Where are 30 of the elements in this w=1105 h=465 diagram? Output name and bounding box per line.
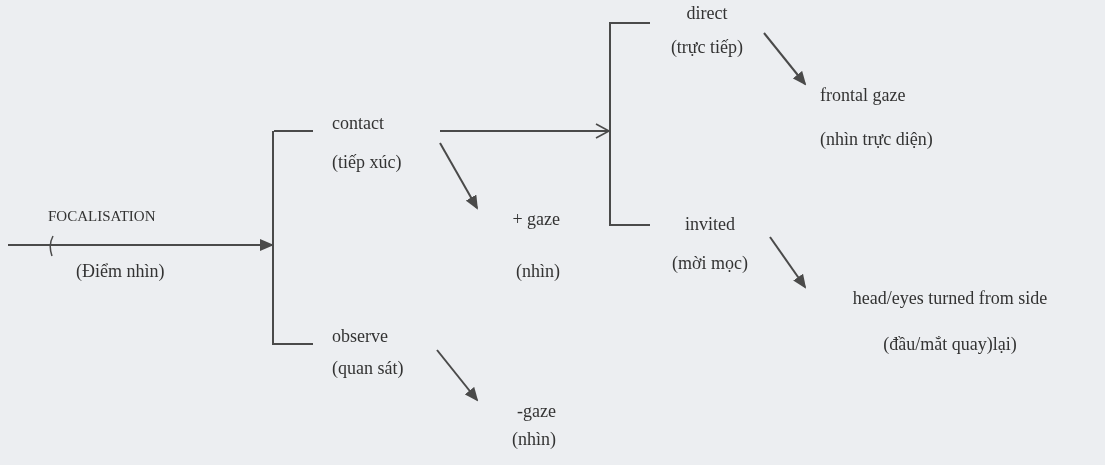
term-label: head/eyes turned from side: [852, 287, 1048, 309]
bracket-arm: [273, 343, 314, 345]
translation-label: (nhìn): [512, 428, 556, 450]
bracket-line: [609, 22, 611, 226]
translation-label: (nhìn): [516, 260, 560, 282]
translation-label: (Điểm nhìn): [76, 260, 165, 282]
arrow: [769, 236, 807, 289]
translation-label: (nhìn trực diện): [820, 128, 933, 150]
bracket-arm: [610, 22, 651, 24]
term-label: invited: [685, 213, 735, 235]
term-label: -gaze: [517, 400, 556, 422]
term-label: + gaze: [512, 208, 560, 230]
bracket-arm: [610, 224, 651, 226]
edge-label: FOCALISATION: [48, 207, 156, 226]
term-label: frontal gaze: [820, 84, 906, 106]
arrow: [763, 32, 807, 86]
translation-label: (mời mọc): [672, 252, 748, 274]
arrow: [439, 123, 610, 139]
term-label: contact: [332, 112, 384, 134]
translation-label: (trực tiếp): [670, 36, 744, 58]
bracket-arm: [273, 130, 314, 132]
translation-label: (tiếp xúc): [332, 151, 402, 173]
arrow: [436, 349, 479, 402]
arrow: [7, 239, 274, 251]
bracket-line: [272, 131, 274, 345]
term-label: observe: [332, 325, 388, 347]
translation-label: (đầu/mắt quay)lại): [883, 333, 1017, 355]
arrow: [439, 142, 478, 210]
translation-label: (quan sát): [332, 357, 404, 379]
term-label: direct: [686, 2, 728, 24]
